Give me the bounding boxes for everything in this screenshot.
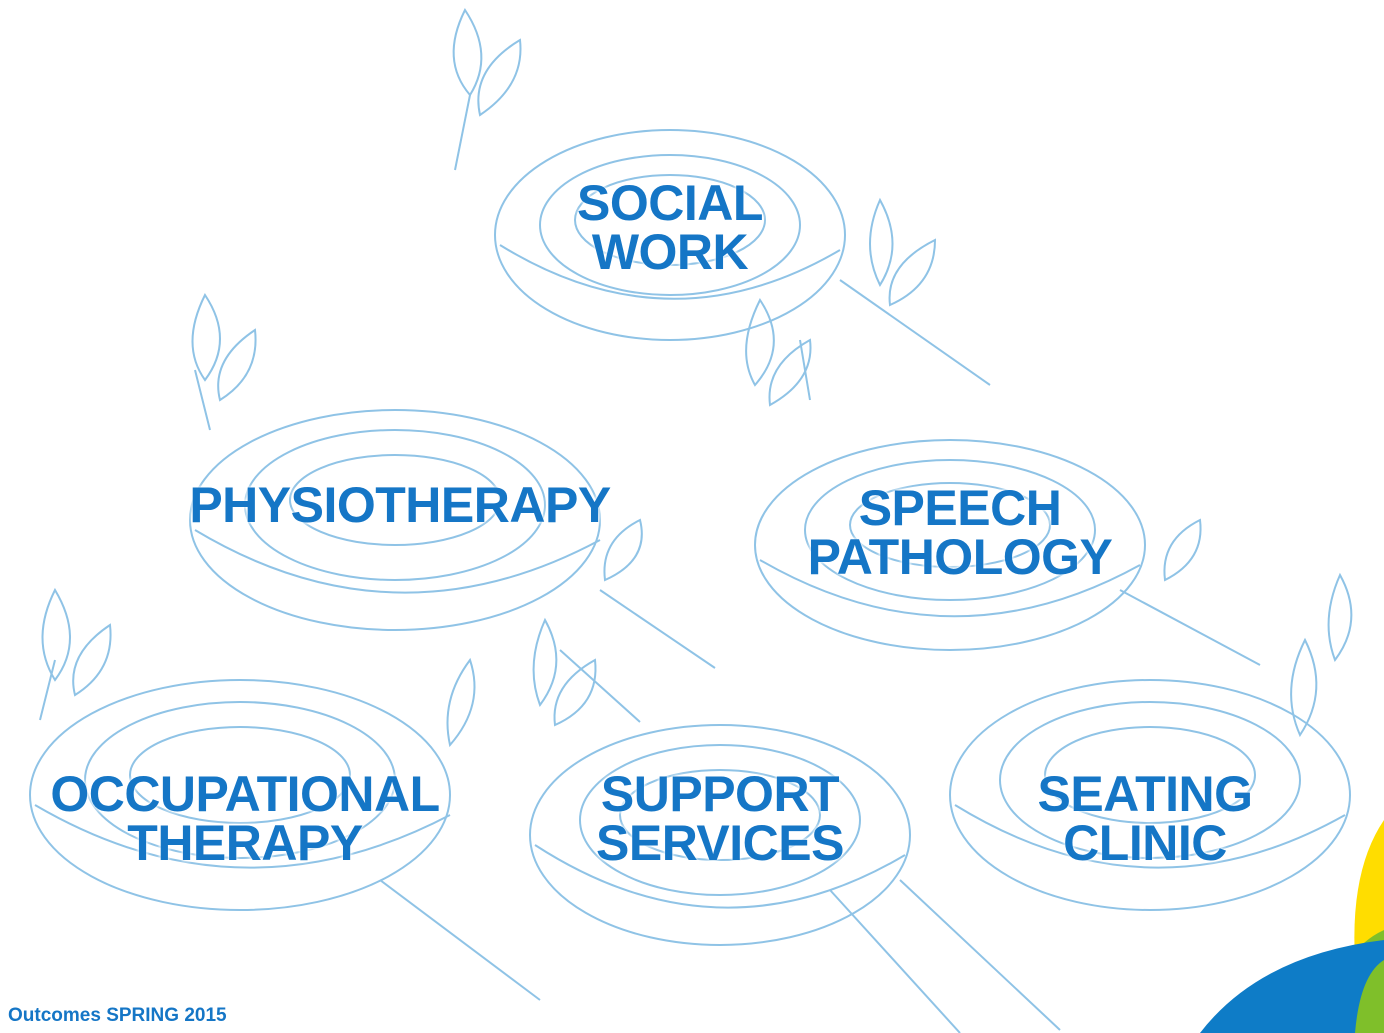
label-speech-pathology: SPEECH PATHOLOGY — [760, 480, 1160, 585]
label-line: SUPPORT — [600, 766, 840, 822]
label-physiotherapy: PHYSIOTHERAPY — [130, 477, 670, 533]
branch-lines — [39, 279, 1261, 1033]
leaf-sprigs — [41, 8, 1353, 748]
nest-sketches — [29, 129, 1351, 946]
nest-occupational-therapy — [29, 679, 451, 911]
label-line: OCCUPATIONAL — [50, 766, 440, 822]
label-line: SERVICES — [596, 815, 844, 871]
label-line: SPEECH — [858, 480, 1062, 536]
nest-seating-clinic — [949, 679, 1351, 911]
label-line: WORK — [591, 224, 749, 280]
label-line: PHYSIOTHERAPY — [189, 477, 611, 533]
label-line: THERAPY — [127, 815, 363, 871]
nest-social-work — [494, 129, 846, 341]
label-social-work: SOCIAL WORK — [540, 175, 800, 280]
label-line: SOCIAL — [577, 175, 763, 231]
label-seating-clinic: SEATING CLINIC — [1000, 766, 1290, 871]
corner-swoosh — [1200, 820, 1384, 1033]
label-line: CLINIC — [1063, 815, 1227, 871]
nest-speech-pathology — [754, 439, 1146, 651]
footer-caption: Outcomes SPRING 2015 — [8, 1005, 227, 1026]
label-line: SEATING — [1037, 766, 1253, 822]
label-line: PATHOLOGY — [807, 529, 1113, 585]
label-occupational-therapy: OCCUPATIONAL THERAPY — [0, 766, 490, 871]
label-support-services: SUPPORT SERVICES — [560, 766, 880, 871]
nest-support-services — [529, 724, 911, 946]
nest-physiotherapy — [189, 409, 601, 631]
